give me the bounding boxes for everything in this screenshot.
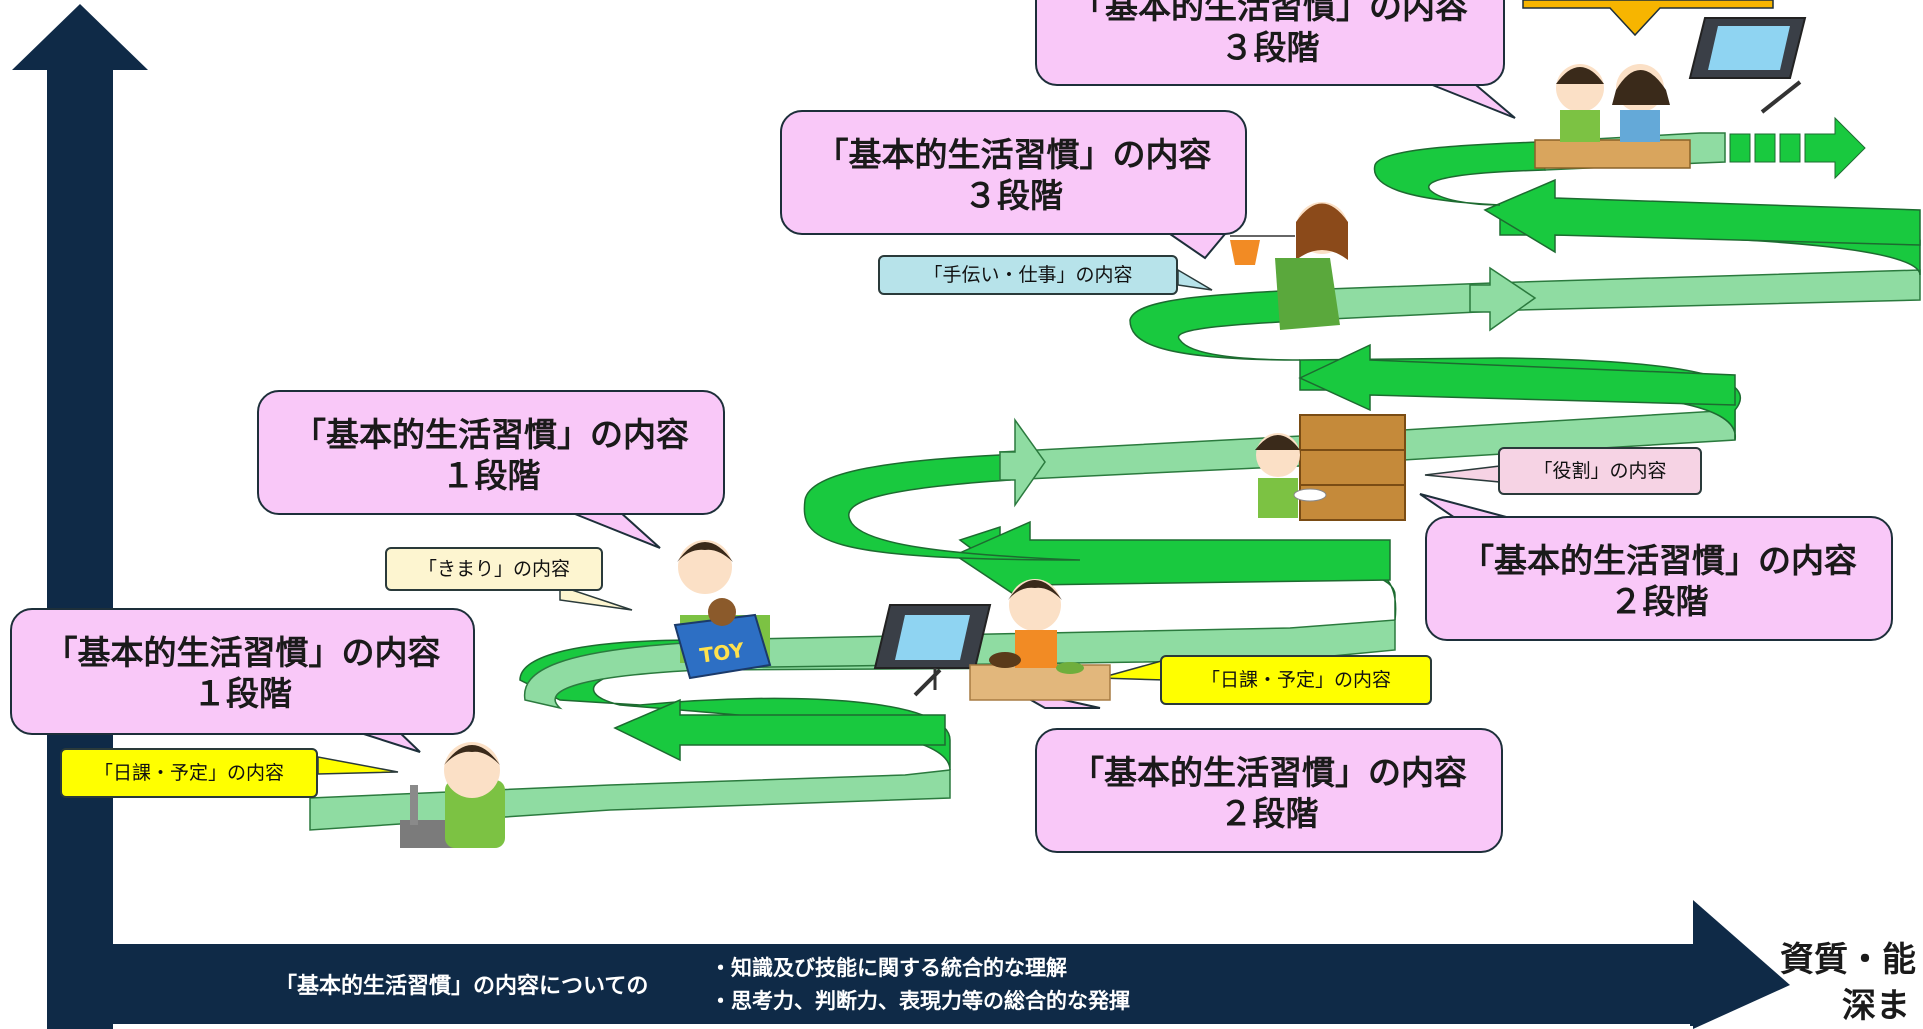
tag-help-work: 「手伝い・仕事」の内容 [878, 255, 1178, 295]
bubble-title: 「基本的生活習慣」の内容 [1072, 0, 1468, 26]
corner-label-line2: 深ま [1842, 986, 1910, 1026]
axis-bullet-knowledge: ・知識及び技能に関する統合的な理解 [710, 956, 1067, 980]
bubble-stage: １段階 [193, 674, 292, 713]
bubble-title: 「基本的生活習慣」の内容 [815, 135, 1212, 174]
corner-label-line1: 資質・能 [1780, 940, 1916, 980]
bubble-stage2-bottom: 「基本的生活習慣」の内容 ２段階 [1035, 728, 1503, 853]
tablet-illustration-2 [1688, 17, 1807, 114]
bubble-stage3-middle: 「基本的生活習慣」の内容 ３段階 [780, 110, 1247, 235]
bubble-stage: ２段階 [1609, 582, 1709, 621]
bubble-stage: ２段階 [1219, 794, 1319, 833]
bubble-stage: ３段階 [964, 176, 1063, 215]
child-washing-hands-illustration [400, 742, 505, 848]
tag-daily-schedule-2: 「日課・予定」の内容 [1160, 655, 1432, 705]
bubble-stage: １段階 [441, 456, 541, 495]
bubble-title: 「基本的生活習慣」の内容 [44, 633, 441, 672]
horizontal-axis-arrow [113, 900, 1790, 1029]
bubble-stage1-upper: 「基本的生活習慣」の内容 １段階 [257, 390, 725, 515]
bubble-stage: ３段階 [1220, 28, 1320, 67]
tag-rules: 「きまり」の内容 [385, 547, 603, 591]
two-children-table-illustration [1534, 64, 1691, 169]
bubble-title: 「基本的生活習慣」の内容 [1461, 541, 1857, 580]
child-cupboard-illustration [1255, 414, 1406, 521]
horizontal-axis-label: 「基本的生活習慣」の内容についての [275, 974, 649, 999]
tag-role: 「役割」の内容 [1498, 447, 1702, 495]
bubble-stage3-top: 「基本的生活習慣」の内容 ３段階 [1035, 0, 1505, 86]
top-orange-bubble [1522, 0, 1774, 37]
bubble-stage2-right: 「基本的生活習慣」の内容 ２段階 [1425, 516, 1893, 641]
bubble-stage1-bottom: 「基本的生活習慣」の内容 １段階 [10, 608, 475, 735]
bubble-title: 「基本的生活習慣」の内容 [1071, 753, 1467, 792]
vertical-axis-arrow [12, 4, 148, 1029]
tag-tails [317, 268, 1501, 775]
child-toy-box-illustration: TOY [673, 540, 772, 680]
child-eating-illustration [969, 579, 1111, 701]
tag-daily-schedule-1: 「日課・予定」の内容 [60, 748, 318, 798]
axis-bullet-thinking: ・思考力、判断力、表現力等の総合的な発揮 [710, 989, 1130, 1013]
person-laundry-illustration [1230, 202, 1348, 330]
tablet-illustration-1 [873, 604, 992, 697]
bubble-title: 「基本的生活習慣」の内容 [293, 415, 689, 454]
